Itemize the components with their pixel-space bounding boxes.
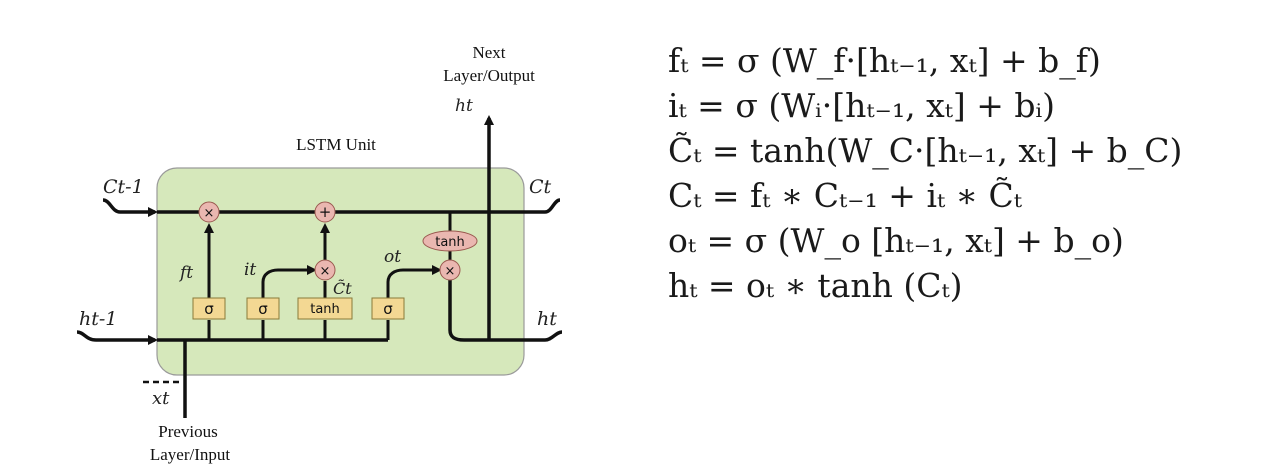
candidate-label: C̃t — [333, 279, 352, 298]
svg-text:σ: σ — [258, 300, 268, 318]
svg-text:tanh: tanh — [435, 235, 465, 250]
cell-in-label: Ct-1 — [103, 176, 144, 198]
forget-multiply-op: × — [198, 201, 220, 223]
previous-layer-label-2: Layer/Input — [150, 445, 231, 464]
candidate-gate: tanh — [297, 297, 353, 320]
output-gate-arrow — [386, 265, 442, 298]
hidden-out-path — [448, 280, 563, 342]
input-gate: σ — [246, 297, 280, 320]
svg-text:×: × — [204, 206, 215, 221]
input-gate-arrow — [261, 265, 317, 298]
lstm-unit-title: LSTM Unit — [296, 135, 376, 154]
output-multiply-op: × — [439, 259, 461, 281]
lstm-diagram: Next Layer/Output ht LSTM Unit Ct-1 Ct h… — [76, 43, 563, 464]
forget-gate: σ — [192, 297, 226, 320]
input-gate-label: it — [244, 260, 256, 280]
forget-label: ft — [178, 263, 193, 283]
svg-text:σ: σ — [204, 300, 214, 318]
equation-hidden: hₜ = oₜ ∗ tanh (Cₜ) — [668, 266, 963, 305]
output-gate: σ — [371, 297, 405, 320]
next-layer-label-2: Layer/Output — [443, 66, 535, 85]
cell-out-label: Ct — [529, 176, 552, 198]
hidden-up-label: ht — [455, 96, 473, 116]
output-gate-label: ot — [384, 247, 401, 267]
cell-state-out-line — [530, 198, 561, 214]
next-layer-label-1: Next — [472, 43, 505, 62]
input-multiply-op: × — [314, 259, 336, 281]
previous-layer-label-1: Previous — [158, 422, 218, 441]
cell-tanh-op: tanh — [422, 230, 478, 252]
equation-cell: Cₜ = fₜ ∗ Cₜ₋₁ + iₜ ∗ C̃ₜ — [668, 176, 1022, 215]
equation-input: iₜ = σ (Wᵢ·[hₜ₋₁, xₜ] + bᵢ) — [668, 86, 1056, 125]
equation-list: fₜ = σ (W_f·[hₜ₋₁, xₜ] + b_f) iₜ = σ (Wᵢ… — [668, 38, 1182, 308]
svg-text:×: × — [320, 264, 331, 279]
equation-forget: fₜ = σ (W_f·[hₜ₋₁, xₜ] + b_f) — [668, 41, 1101, 80]
cell-state-in-line — [102, 198, 158, 217]
input-label: xt — [152, 388, 170, 409]
equation-candidate: C̃ₜ = tanh(W_C·[hₜ₋₁, xₜ] + b_C) — [668, 131, 1183, 170]
hidden-in-line — [76, 330, 158, 345]
equation-output: oₜ = σ (W_o [hₜ₋₁, xₜ] + b_o) — [668, 221, 1124, 260]
hidden-out-label: ht — [537, 308, 557, 330]
svg-text:σ: σ — [383, 300, 393, 318]
cell-add-op: + — [314, 201, 336, 223]
hidden-in-label: ht-1 — [79, 308, 117, 330]
svg-text:tanh: tanh — [310, 302, 340, 317]
svg-text:×: × — [445, 264, 456, 279]
lstm-unit-box — [156, 167, 525, 376]
svg-text:+: + — [319, 203, 332, 221]
